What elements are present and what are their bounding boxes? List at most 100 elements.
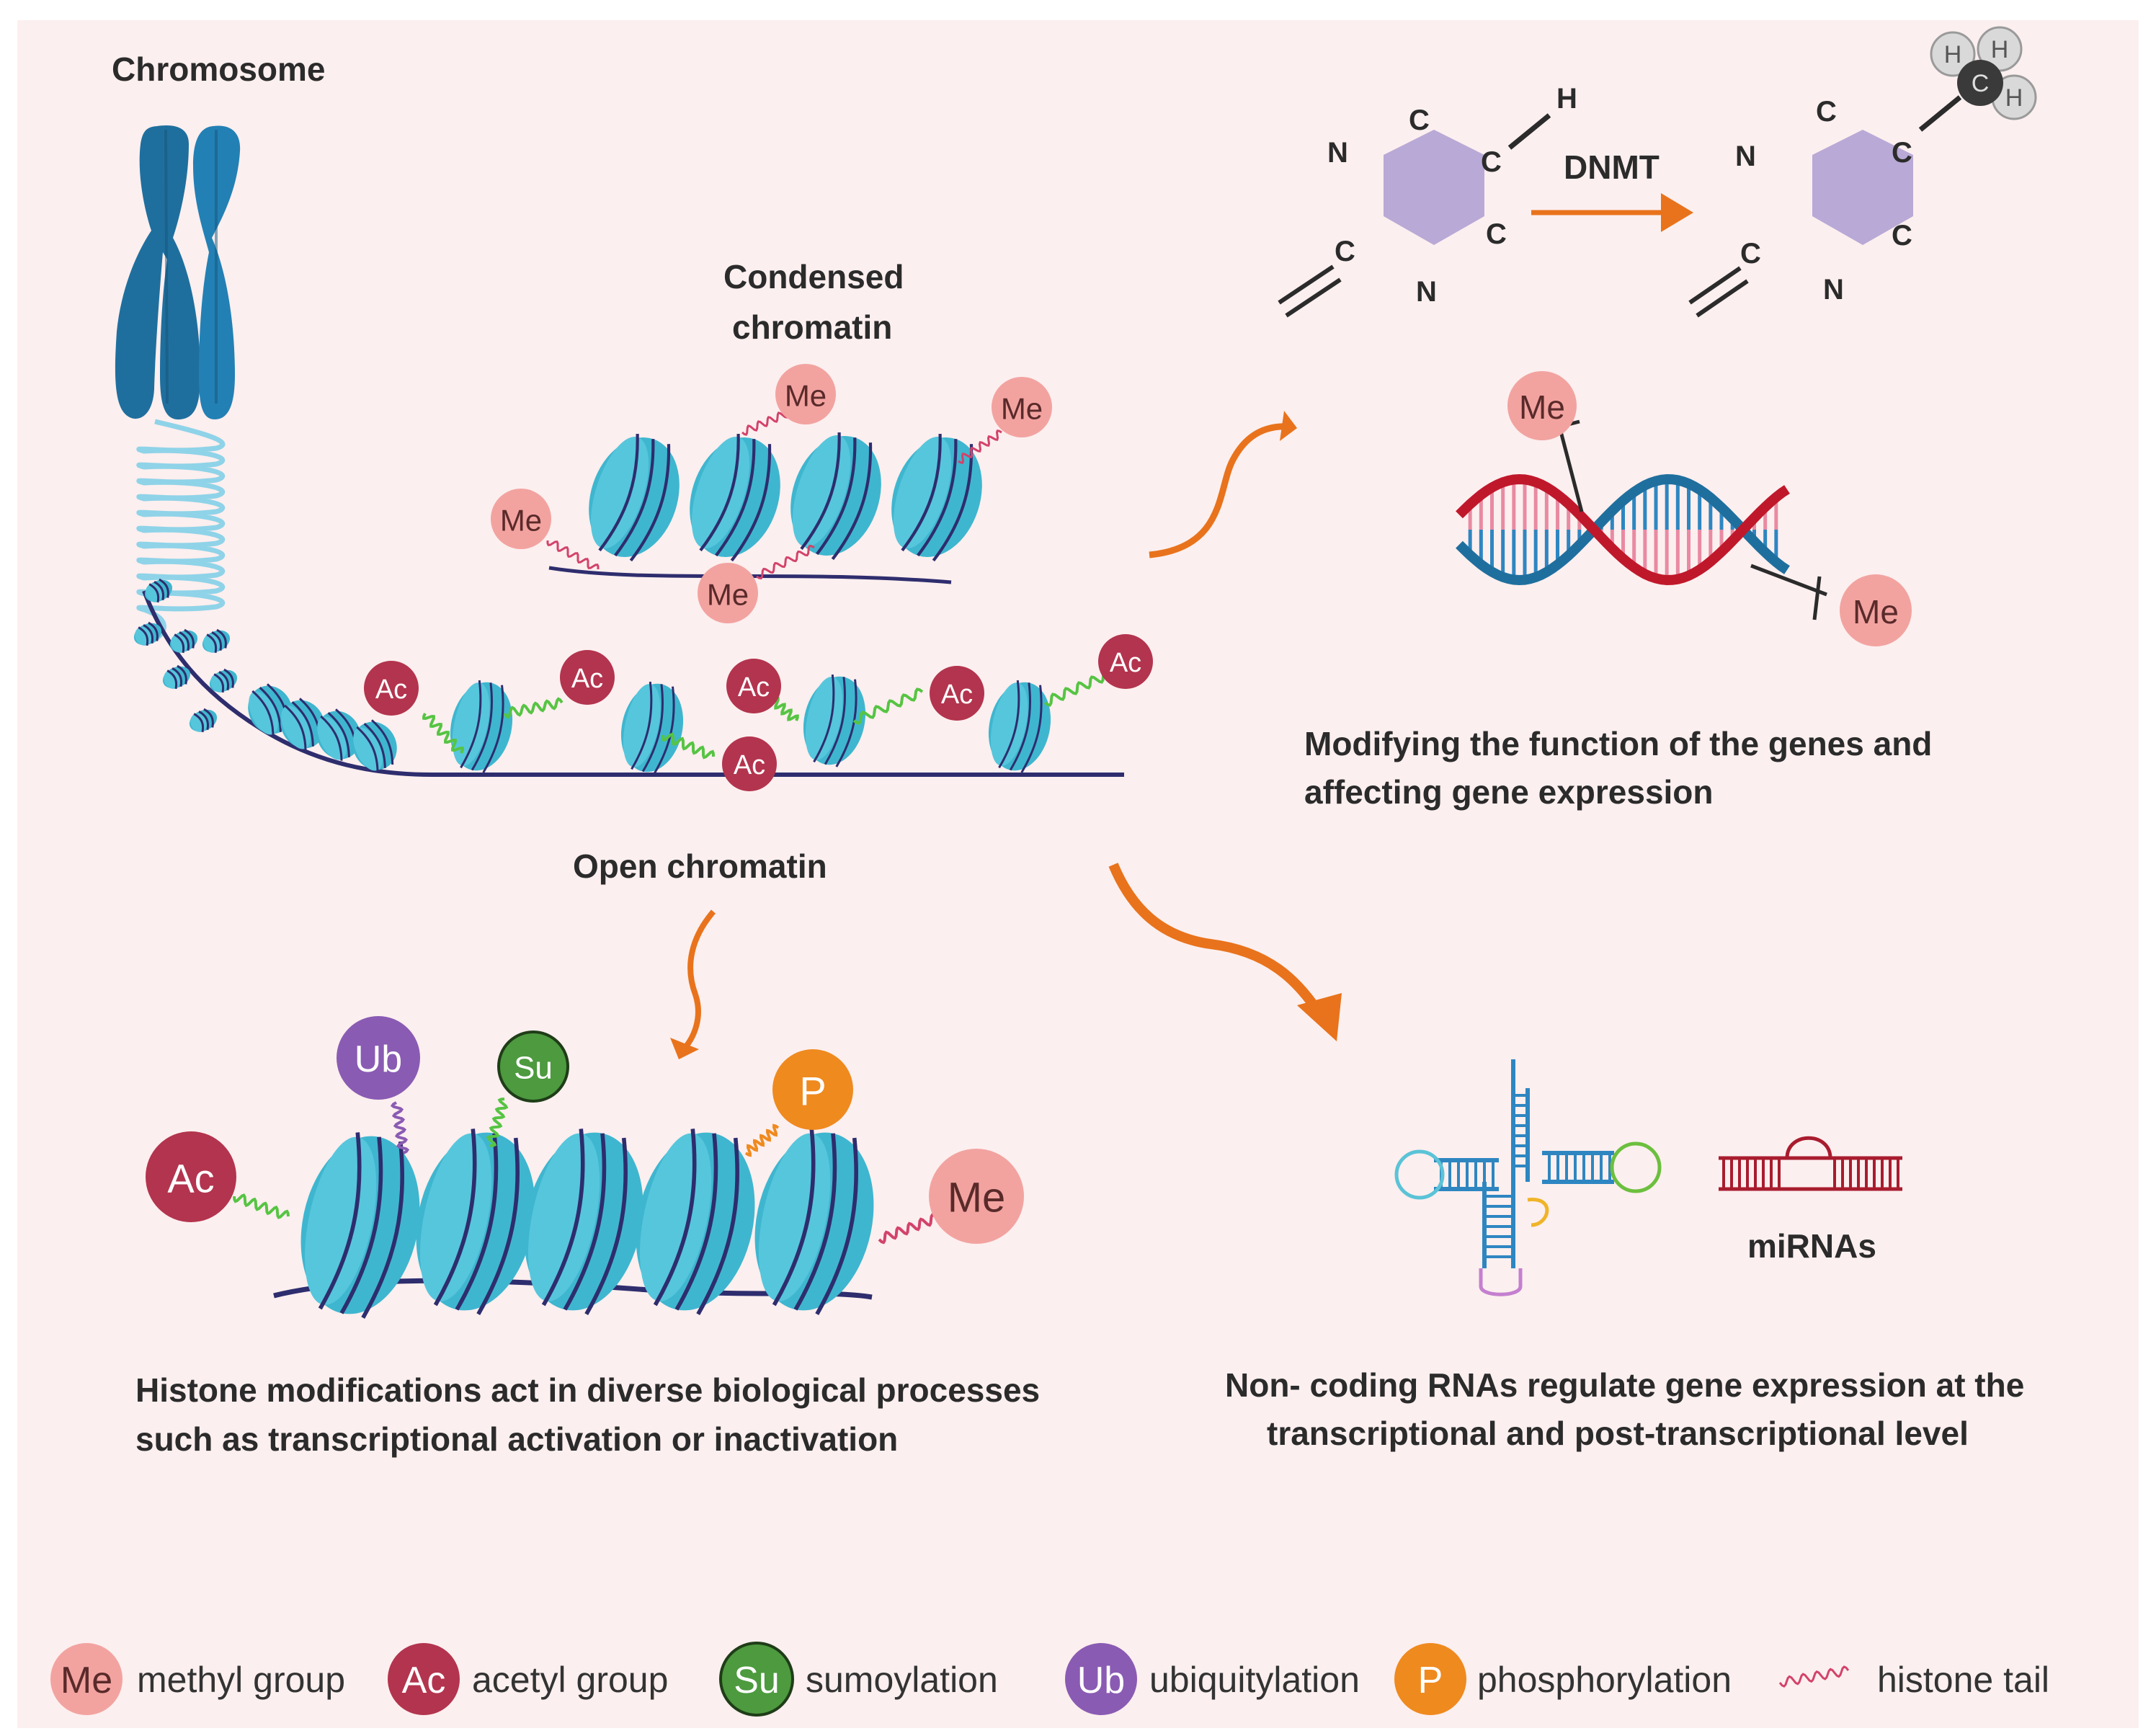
histone-tail — [744, 1123, 780, 1157]
atom-h: H — [2005, 84, 2023, 112]
histone-text-line2: such as transcriptional activation or in… — [135, 1420, 898, 1458]
arrow-to-ncrna-head — [1297, 993, 1342, 1041]
nucleosome — [248, 683, 293, 736]
nucleosome — [416, 1129, 535, 1315]
ac-badge: Ac — [726, 659, 781, 713]
svg-text:Ac: Ac — [1110, 648, 1141, 678]
histone-tail — [662, 732, 715, 760]
svg-text:Ac: Ac — [738, 672, 770, 703]
histone-tail — [1043, 669, 1111, 707]
svg-text:Ub: Ub — [355, 1038, 402, 1080]
legend-swatch — [719, 1642, 794, 1717]
open-chromatin-label: Open chromatin — [573, 847, 827, 885]
histone-tail — [486, 1098, 509, 1147]
atom-c: C — [1972, 70, 1990, 97]
legend-swatch — [1065, 1643, 1137, 1715]
legend-symbol: Su — [734, 1660, 780, 1701]
nucleosome — [144, 578, 173, 603]
arrow-to-ncrna — [1108, 863, 1323, 1015]
nucleosome — [169, 628, 198, 654]
nucleosome — [690, 434, 780, 562]
chromosome-label: Chromosome — [112, 50, 325, 88]
svg-text:Me: Me — [948, 1175, 1006, 1221]
atom-n: N — [1823, 274, 1844, 306]
legend-label: histone tail — [1877, 1660, 2049, 1700]
nucleosome — [450, 680, 513, 773]
atom-n: N — [1735, 141, 1756, 172]
atom-c: C — [1486, 218, 1507, 250]
histone-tail — [741, 407, 793, 436]
legend-symbol: Ac — [402, 1660, 446, 1701]
dnmt-label: DNMT — [1564, 148, 1660, 186]
atom-h: H — [1944, 41, 1962, 68]
mirna-icon — [1719, 1136, 1902, 1191]
histone-tail — [422, 713, 464, 754]
su-badge: Su — [497, 1031, 569, 1103]
svg-text:Ac: Ac — [375, 675, 407, 705]
nucleosome — [352, 719, 397, 772]
histone-tail — [546, 540, 600, 569]
histone-tail — [390, 1101, 410, 1154]
legend-label: sumoylation — [806, 1660, 998, 1700]
histone-text-line1: Histone modifications act in diverse bio… — [135, 1371, 1040, 1409]
nucleosome — [280, 698, 325, 750]
legend-swatch — [50, 1643, 122, 1715]
me-badge: Me — [1853, 593, 1899, 631]
nucleosome — [524, 1129, 643, 1315]
atom-c: C — [1481, 146, 1502, 178]
me-badge: Me — [775, 364, 836, 424]
nucleosome — [189, 708, 218, 733]
atom-n: N — [1416, 276, 1437, 308]
nucleosome — [620, 681, 684, 775]
atom-c: C — [1409, 104, 1430, 136]
p-badge: P — [772, 1049, 853, 1130]
nucleosome — [209, 668, 238, 693]
ub-badge: Ub — [337, 1016, 420, 1100]
svg-text:Ac: Ac — [734, 750, 765, 780]
nucleosome — [988, 680, 1051, 773]
svg-text:Ac: Ac — [571, 664, 603, 694]
legend-label: ubiquitylation — [1149, 1660, 1360, 1700]
ncrna-text-line2: transcriptional and post-transcriptional… — [1267, 1415, 1969, 1452]
histone-tail — [233, 1193, 290, 1219]
legend-swatch — [1394, 1643, 1466, 1715]
chromosome-icon — [115, 125, 241, 420]
me-badge: Me — [491, 489, 551, 549]
svg-text:Me: Me — [500, 504, 542, 538]
ac-badge: Ac — [146, 1131, 236, 1222]
ac-badge: Ac — [560, 650, 615, 705]
nucleosome — [133, 621, 162, 646]
nucleosome — [754, 1129, 874, 1315]
nucleosome — [202, 628, 231, 654]
ac-badge: Ac — [930, 666, 984, 721]
arrow-to-dna-methylation-head — [1280, 411, 1297, 441]
arrow-to-dna-methylation — [1149, 423, 1291, 558]
histone-tail — [1778, 1665, 1850, 1688]
svg-text:Me: Me — [1001, 392, 1043, 426]
dna-helix-icon — [1456, 473, 1790, 586]
atom-c: C — [1816, 96, 1837, 128]
legend-item: histone tail — [1778, 1660, 2049, 1700]
me-badge: Me — [929, 1149, 1024, 1244]
arrow-to-histone — [679, 909, 716, 1054]
me-badge: Me — [1519, 388, 1565, 426]
dna-methylation-text-line2: affecting gene expression — [1304, 773, 1714, 811]
condensed-label-line1: Condensed — [723, 258, 904, 295]
helix-me-top: Me — [1507, 371, 1584, 512]
histone-tail — [756, 544, 815, 580]
atom-c: C — [1892, 220, 1912, 252]
methylcytosine-molecule: C N C C N C — [1688, 95, 1962, 318]
svg-text:Me: Me — [707, 578, 749, 612]
atom-c: C — [1892, 137, 1912, 169]
svg-text:Ac: Ac — [941, 680, 973, 710]
background-panel — [17, 20, 2139, 1728]
ac-badge: Ac — [1098, 634, 1153, 689]
atom-n: N — [1327, 137, 1348, 169]
atom-h: H — [1991, 36, 2009, 63]
nucleosome — [790, 432, 881, 561]
